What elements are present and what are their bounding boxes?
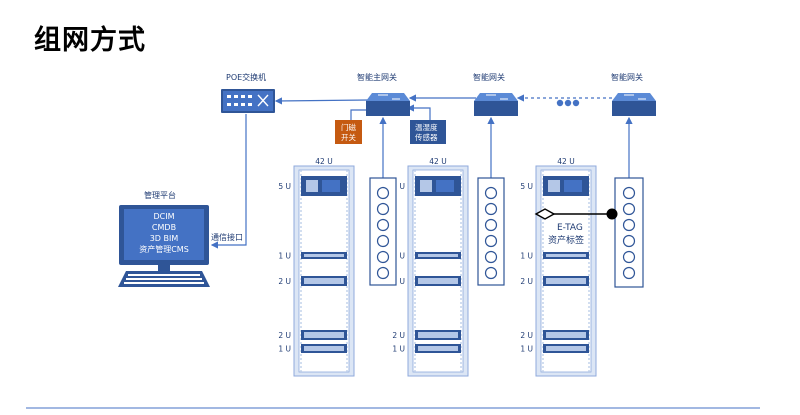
sensor-strip-3 <box>614 177 644 288</box>
temp-humidity-sensor: 温湿度 传感器 <box>410 120 446 144</box>
device-panel <box>548 180 560 192</box>
ellipsis-dots <box>556 99 580 107</box>
rack-unit-label: 1 U <box>520 252 533 261</box>
rack-height-label: 42 U <box>557 157 574 166</box>
etag-diamond <box>534 208 556 220</box>
etag-label-2: 资产标签 <box>548 234 584 246</box>
poe-switch-label: POE交换机 <box>226 72 266 82</box>
rack-2: 42 U 5 U 1 U 2 U 2 U 1 U <box>392 157 469 377</box>
rack-unit-label: 2 U <box>278 331 291 340</box>
rack-height-label: 42 U <box>315 157 332 166</box>
rack-height-label: 42 U <box>429 157 446 166</box>
main-gateway-label: 智能主网关 <box>357 72 397 82</box>
etag-label-1: E-TAG <box>557 223 583 233</box>
poe-switch: POE交换机 <box>221 72 275 113</box>
rack-interior <box>412 169 464 373</box>
rack-unit-label: 1 U <box>392 252 405 261</box>
etag-dot <box>606 208 618 220</box>
main-gateway: 智能主网关 <box>357 72 410 116</box>
mgmt-platform-label: 管理平台 <box>144 190 176 200</box>
sensor-strip-2 <box>477 177 505 286</box>
device-panel <box>436 180 454 192</box>
temp-sensor-label-2: 传感器 <box>415 132 438 142</box>
device-panel <box>418 278 458 284</box>
door-switch: 门磁 开关 <box>335 120 362 144</box>
line-gateway-poe <box>274 97 369 105</box>
rack-unit-label: 1 U <box>392 345 405 354</box>
racks: 42 U5 U1 U2 U2 U1 U42 U5 U1 U2 U2 U1 U42… <box>278 157 597 377</box>
rack-unit-label: 2 U <box>520 331 533 340</box>
rack-unit-label: 5 U <box>392 182 405 191</box>
management-platform: 管理平台 DCIM CMDB 3D BIM 资产管理CMS 通信接口 <box>118 190 243 287</box>
device-panel <box>418 332 458 338</box>
rack-interior <box>540 169 592 373</box>
door-switch-label-2: 开关 <box>341 132 356 142</box>
device-panel <box>418 346 458 351</box>
door-switch-label-1: 门磁 <box>341 122 356 132</box>
rack-1: 42 U 5 U 1 U 2 U 2 U 1 U <box>278 157 355 377</box>
monitor-line-bim: 3D BIM <box>150 234 179 243</box>
device-panel <box>546 346 586 351</box>
gateway-2-label: 智能网关 <box>473 72 505 82</box>
device-panel <box>304 346 344 351</box>
connection-lines <box>210 94 633 249</box>
line-poe-monitor <box>210 114 247 249</box>
rack-3: 42 U 5 U 1 U 2 U 2 U 1 U <box>520 157 597 377</box>
line-door-gateway <box>350 106 374 120</box>
rack-unit-label: 1 U <box>278 252 291 261</box>
rack-unit-label: 5 U <box>520 182 533 191</box>
device-panel <box>546 254 586 257</box>
rack-unit-label: 1 U <box>520 345 533 354</box>
rack-unit-label: 2 U <box>392 277 405 286</box>
device-panel <box>304 278 344 284</box>
device-panel <box>322 180 340 192</box>
page-title: 组网方式 <box>34 25 146 56</box>
device-panel <box>546 332 586 338</box>
rack-unit-label: 2 U <box>520 277 533 286</box>
rack-unit-label: 2 U <box>278 277 291 286</box>
device-panel <box>418 254 458 257</box>
monitor-screen <box>124 209 204 260</box>
monitor-line-cmdb: CMDB <box>152 223 176 232</box>
device-panel <box>306 180 318 192</box>
gateway-3-label: 智能网关 <box>611 72 643 82</box>
comm-interface-label: 通信接口 <box>211 232 243 242</box>
device-panel <box>564 180 582 192</box>
gateway-2: 智能网关 <box>473 72 518 116</box>
device-panel <box>304 254 344 257</box>
monitor-line-cms: 资产管理CMS <box>139 244 189 254</box>
sensor-strip-1 <box>369 177 397 286</box>
gateway-3: 智能网关 <box>611 72 656 116</box>
device-panel <box>546 278 586 284</box>
rack-unit-label: 2 U <box>392 331 405 340</box>
device-panel <box>304 332 344 338</box>
etag-connector: E-TAG 资产标签 <box>534 208 618 246</box>
temp-sensor-label-1: 温湿度 <box>415 122 438 132</box>
device-panel <box>420 180 432 192</box>
rack-unit-label: 5 U <box>278 182 291 191</box>
monitor-line-dcim: DCIM <box>153 212 174 221</box>
rack-interior <box>298 169 350 373</box>
rack-unit-label: 1 U <box>278 345 291 354</box>
line-sensor-gateway <box>406 104 431 120</box>
